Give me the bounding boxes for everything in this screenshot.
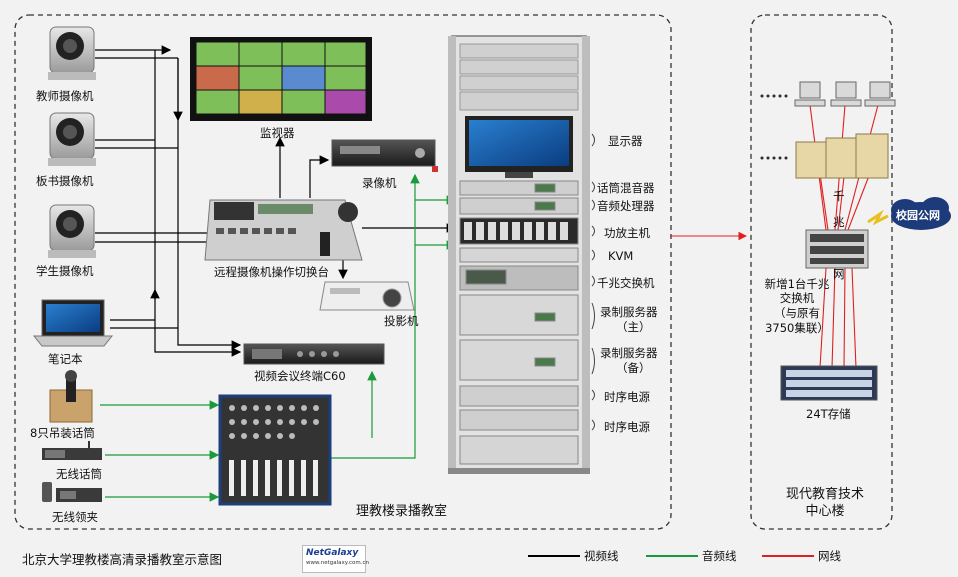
campus-network-label: 校园公网	[896, 209, 940, 222]
new-switch-label-2: 交换机	[779, 291, 815, 305]
center-region-label-line1: 现代教育技术	[785, 487, 864, 502]
projector-icon	[319, 281, 415, 311]
laptop-label: 笔记本	[48, 352, 83, 366]
equipment-rack-icon	[448, 35, 590, 474]
storage-label: 24T存储	[806, 407, 851, 421]
center-region-label-line2: 中心楼	[805, 504, 845, 519]
ceiling-mics-label: 8只吊装话筒	[30, 426, 95, 440]
new-switch-label-4: 3750集联）	[765, 321, 829, 335]
rack-label-gigabit-switch: 千兆交换机	[597, 276, 655, 290]
server-icons	[760, 133, 889, 179]
rack-label-record-server-main: 录制服务器	[600, 305, 658, 319]
rack-label-amplifier: 功放主机	[604, 226, 650, 240]
rack-label-audio-processor: 音频处理器	[597, 199, 655, 213]
legend-network-line	[762, 555, 814, 557]
switcher-label: 远程摄像机操作切换台	[214, 265, 329, 279]
laptop-icon	[32, 299, 114, 347]
video-conf-label: 视频会议终端C60	[254, 369, 346, 383]
lavalier-receiver-icon	[42, 482, 102, 502]
classroom-region	[14, 14, 672, 530]
rack-label-kvm: KVM	[608, 249, 634, 263]
rack-label-power-sequencer-2: 时序电源	[604, 420, 650, 434]
rack-label-power-sequencer-1: 时序电源	[604, 390, 650, 404]
logo-subtext: www.netgalaxy.com.cn	[306, 560, 370, 566]
student-camera-label: 学生摄像机	[36, 264, 94, 278]
diagram-title: 北京大学理教楼高清录播教室示意图	[22, 552, 223, 567]
rack-label-record-server-backup: 录制服务器	[600, 346, 658, 360]
audio-mixer-icon	[218, 394, 332, 506]
projector-label: 投影机	[384, 314, 419, 328]
gigabit-net-char-2: 兆	[833, 215, 845, 229]
center-region	[750, 14, 893, 530]
monitor-label: 监视器	[260, 126, 295, 140]
board-camera-label: 板书摄像机	[36, 174, 94, 188]
rack-label-mic-mixer: 话筒混音器	[597, 181, 655, 195]
legend-audio-label: 音频线	[702, 549, 737, 563]
student-camera-icon	[48, 204, 96, 258]
recorder-label: 录像机	[362, 176, 397, 190]
logo-text: NetGalaxy	[306, 548, 359, 558]
video-lines	[95, 45, 457, 357]
rack-label-brackets	[591, 133, 595, 431]
legend-video-label: 视频线	[584, 549, 619, 563]
classroom-region-label: 理教楼录播教室	[356, 504, 448, 519]
switcher-console-icon	[204, 199, 363, 261]
legend-network-label: 网线	[818, 549, 841, 563]
gigabit-net-char-3: 网	[833, 267, 845, 281]
gigabit-net-char-1: 千	[833, 189, 845, 203]
wireless-mic-receiver-icon	[42, 441, 102, 460]
legend-audio-line	[646, 555, 698, 557]
rack-label-record-server-backup-suffix: （备）	[616, 361, 651, 375]
wireless-mic-label: 无线话筒	[56, 467, 102, 481]
gigabit-switch-icon	[805, 229, 869, 269]
teacher-camera-label: 教师摄像机	[36, 89, 94, 103]
netgalaxy-logo: NetGalaxy www.netgalaxy.com.cn	[302, 545, 370, 573]
new-switch-label-1: 新增1台千兆	[764, 277, 830, 291]
lightning-icon	[867, 209, 889, 226]
rack-label-display: 显示器	[608, 134, 643, 148]
new-switch-label-3: （与原有	[774, 306, 820, 320]
lavalier-label: 无线领夹	[52, 510, 98, 524]
video-conference-terminal-icon	[243, 343, 385, 365]
teacher-camera-icon	[48, 26, 96, 80]
rack-label-record-server-main-suffix: （主）	[616, 320, 651, 334]
recorder-icon	[331, 139, 438, 172]
ceiling-mic-icon	[49, 370, 93, 423]
storage-array-icon	[780, 365, 878, 401]
client-pc-icons	[760, 81, 896, 107]
board-camera-icon	[48, 112, 96, 166]
campus-network-cloud-icon	[891, 197, 951, 230]
monitor-wall-icon	[190, 37, 372, 121]
legend-video-line	[528, 555, 580, 557]
